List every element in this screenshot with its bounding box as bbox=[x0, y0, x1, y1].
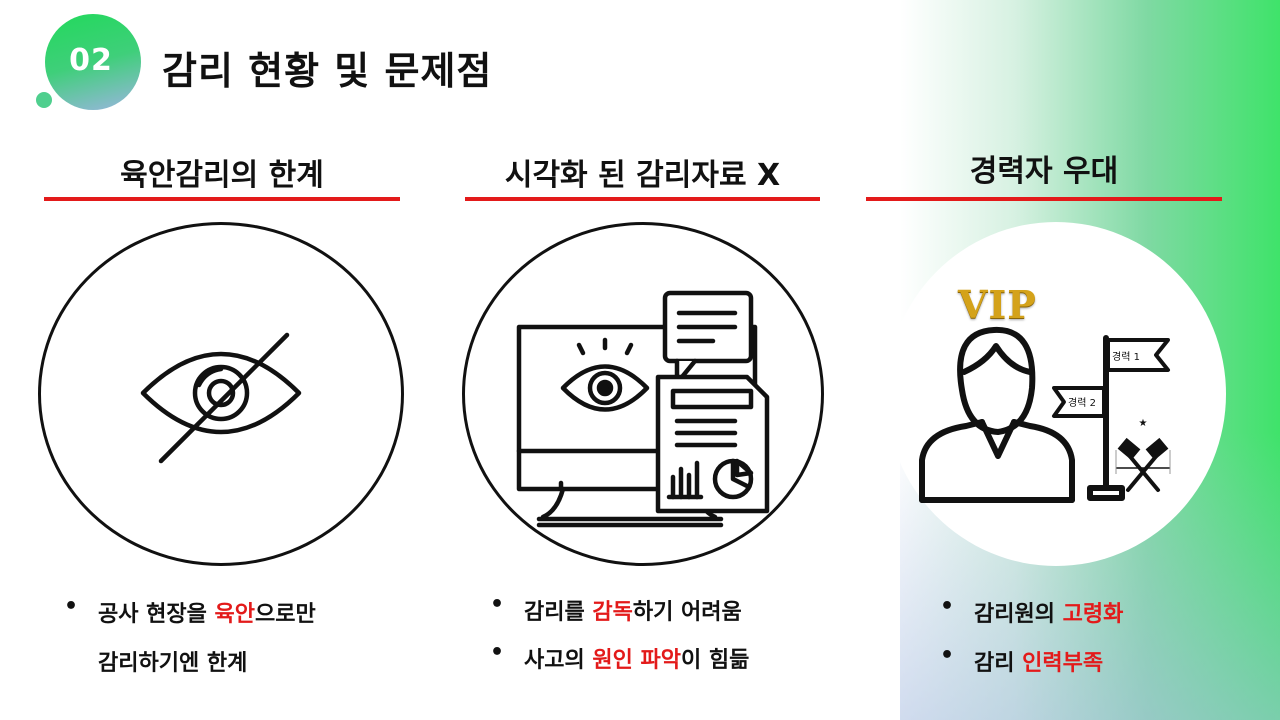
monitor-report-icon bbox=[516, 290, 770, 528]
highlight-text: 고령화 bbox=[1062, 602, 1124, 627]
column-underline-2 bbox=[465, 197, 820, 201]
section-number: 02 bbox=[69, 42, 113, 78]
column-underline-1 bbox=[44, 197, 400, 201]
bullet-dot: • bbox=[490, 640, 505, 665]
vip-label: VIP bbox=[958, 282, 1037, 327]
page-title: 감리 현황 및 문제점 bbox=[162, 49, 493, 93]
icon-circle-2 bbox=[462, 222, 824, 566]
icon-circle-1 bbox=[38, 222, 404, 566]
column-title-1: 육안감리의 한계 bbox=[120, 158, 324, 193]
vip-person-icon: 경력 1 경력 2 ★ bbox=[919, 326, 1171, 503]
bullet-1-1-continuation: 감리하기엔 한계 bbox=[98, 651, 248, 676]
highlight-text: 육안 bbox=[214, 602, 256, 627]
section-badge: 02 bbox=[45, 14, 141, 110]
column-title-3: 경력자 우대 bbox=[969, 154, 1119, 189]
column-underline-3 bbox=[866, 197, 1222, 201]
highlight-text: 감독 bbox=[592, 600, 633, 625]
flag-label-1: 경력 1 bbox=[1112, 350, 1140, 363]
highlight-text: 원인 파악 bbox=[592, 648, 682, 673]
bullet-2-1: • 감리를 감독하기 어려움 bbox=[490, 592, 742, 625]
bullet-2-2: • 사고의 원인 파악이 힘듦 bbox=[490, 640, 750, 673]
bullet-dot: • bbox=[64, 594, 79, 619]
bullet-3-2: • 감리 인력부족 bbox=[940, 643, 1104, 676]
highlight-text: 인력부족 bbox=[1022, 651, 1104, 676]
bullet-dot: • bbox=[940, 594, 955, 619]
badge-dot bbox=[36, 92, 52, 108]
column-title-2: 시각화 된 감리자료 X bbox=[504, 158, 781, 193]
crossed-eye-icon bbox=[140, 332, 302, 464]
svg-text:★: ★ bbox=[1139, 418, 1148, 429]
bullet-3-1: • 감리원의 고령화 bbox=[940, 594, 1124, 627]
bullet-dot: • bbox=[940, 643, 955, 668]
bullet-dot: • bbox=[490, 592, 505, 617]
bullet-1-1: • 공사 현장을 육안으로만 bbox=[64, 594, 316, 627]
flag-label-2: 경력 2 bbox=[1068, 396, 1096, 409]
icon-circle-3: 경력 1 경력 2 ★ bbox=[886, 222, 1226, 566]
